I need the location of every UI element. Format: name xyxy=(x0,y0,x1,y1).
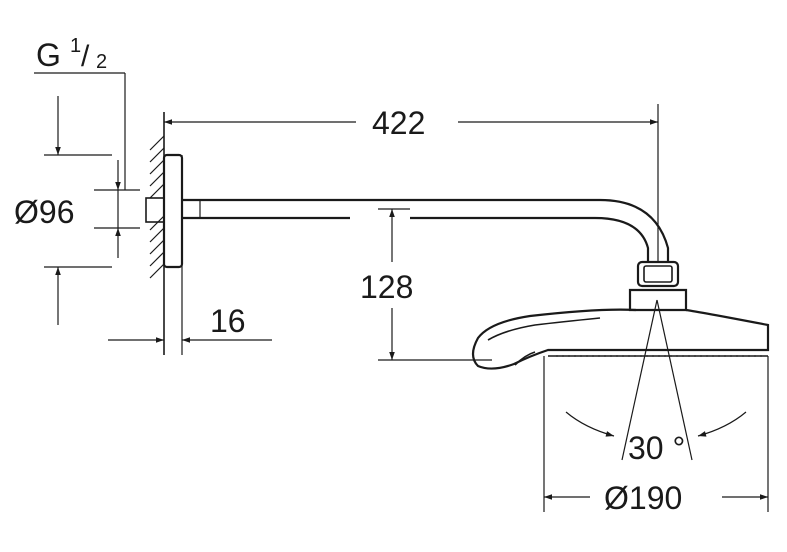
arm-length-label: 422 xyxy=(372,105,425,141)
ball-joint xyxy=(636,260,680,288)
dimension-thread: G 1 / 2 xyxy=(34,35,140,258)
thread-denominator: 2 xyxy=(96,51,107,73)
wall-thickness-label: 16 xyxy=(210,303,246,339)
shower-arm xyxy=(182,198,670,262)
dimension-flange-diameter: Ø96 xyxy=(14,96,112,325)
dimension-head-diameter: Ø190 xyxy=(543,356,769,516)
thread-numerator: 1 xyxy=(70,35,81,57)
wall-hatching xyxy=(149,112,165,355)
wall-flange xyxy=(145,153,184,355)
dimension-spray-angle: 30 ° xyxy=(565,299,747,466)
dimension-head-drop: 128 xyxy=(360,208,492,361)
thread-prefix: G xyxy=(36,37,61,73)
spray-angle-label: 30 ° xyxy=(628,430,685,466)
dimension-arm-length: 422 xyxy=(164,104,659,262)
flange-diameter-label: Ø96 xyxy=(14,194,74,230)
dimension-wall-thickness: 16 xyxy=(108,303,272,343)
head-drop-label: 128 xyxy=(360,269,413,305)
shower-head xyxy=(471,288,770,370)
head-diameter-label: Ø190 xyxy=(604,480,682,516)
thread-slash: / xyxy=(81,40,90,73)
